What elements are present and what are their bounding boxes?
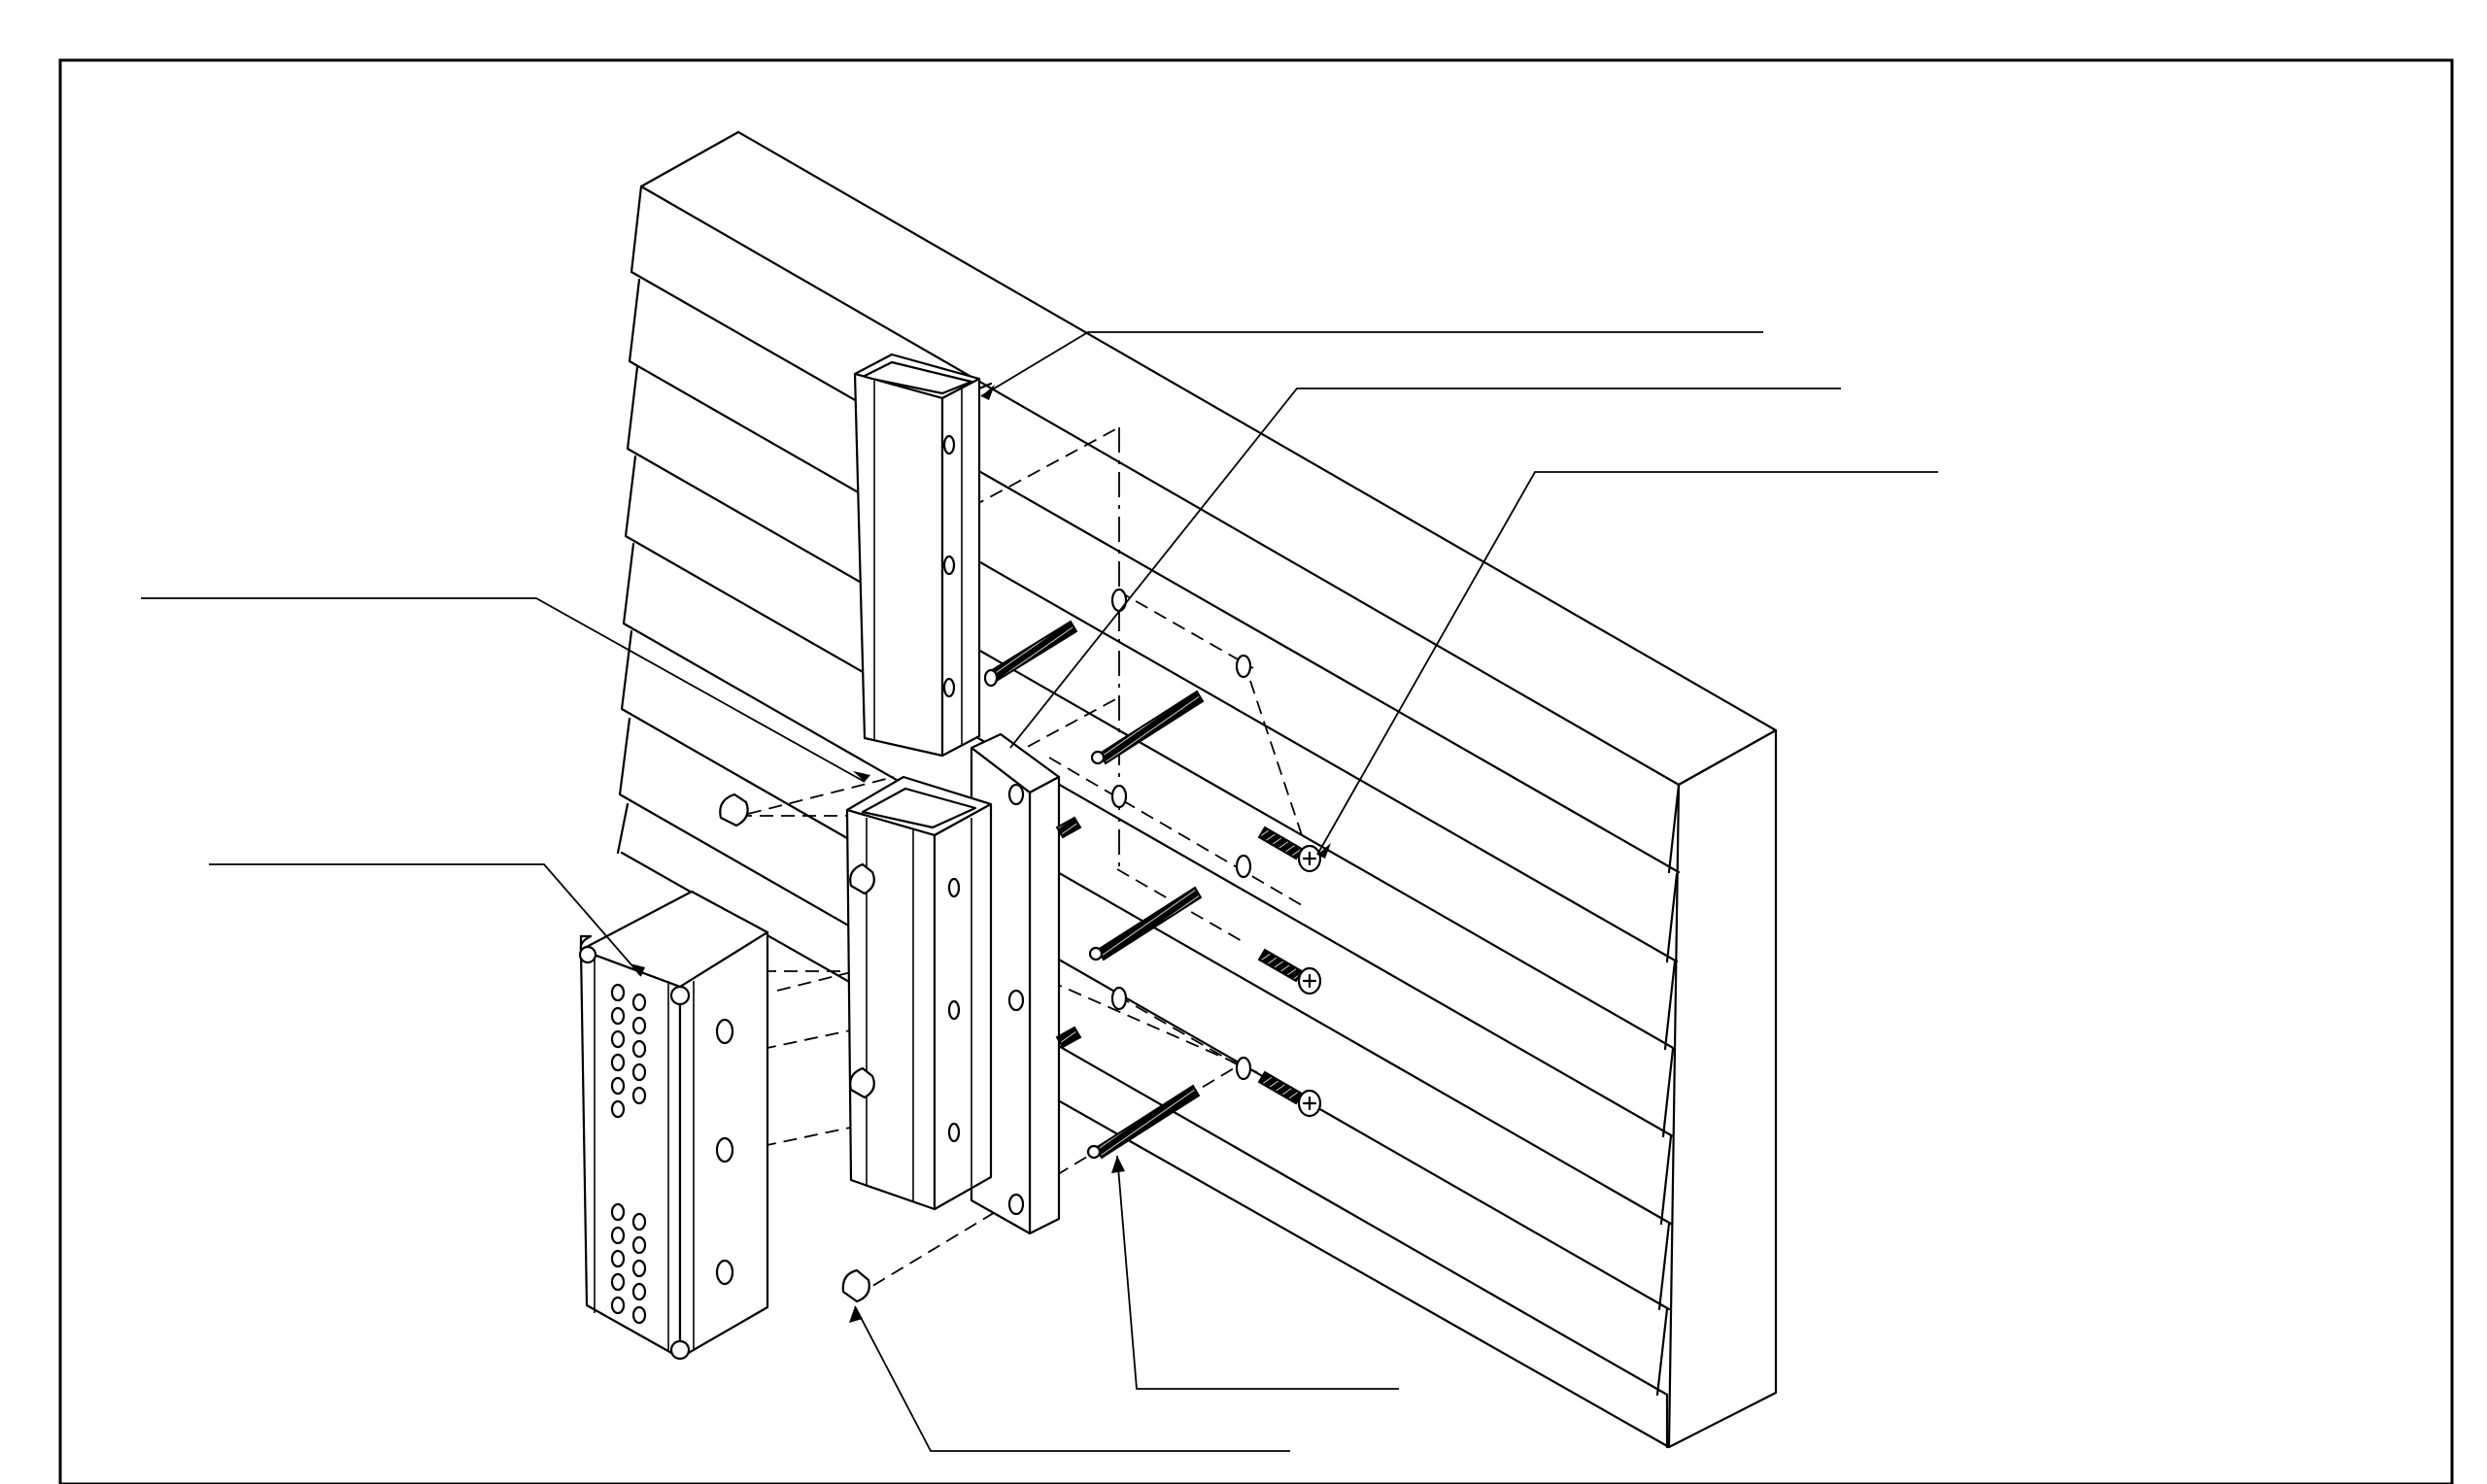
leader-lines	[141, 331, 1938, 1452]
leader-wood-screw	[1316, 471, 1938, 856]
wood-screw-3	[1257, 1070, 1322, 1118]
sheet-border	[58, 58, 2454, 1484]
leader-tube-lower	[141, 597, 866, 783]
wall-holes	[1110, 588, 1252, 1081]
acorn-nuts	[719, 793, 870, 1303]
threaded-rods	[983, 620, 1205, 1160]
leader-end-cap	[209, 863, 642, 977]
perforations-lower	[610, 1202, 647, 1325]
end-cap-box	[578, 890, 769, 1361]
leader-tube-upper	[980, 331, 1763, 397]
wood-screw-1	[1257, 826, 1322, 873]
wood-screws	[1257, 826, 1322, 1118]
siding-wall	[616, 130, 1778, 1449]
lower-square-tube	[845, 775, 993, 1211]
wood-screw-2	[1257, 948, 1322, 995]
leader-threaded-rod	[1116, 1155, 1399, 1390]
leader-acorn-nut	[854, 1305, 1290, 1452]
upper-square-tube	[853, 353, 993, 758]
leader-mount-plate	[1009, 388, 1841, 749]
perforations-upper	[610, 983, 647, 1119]
